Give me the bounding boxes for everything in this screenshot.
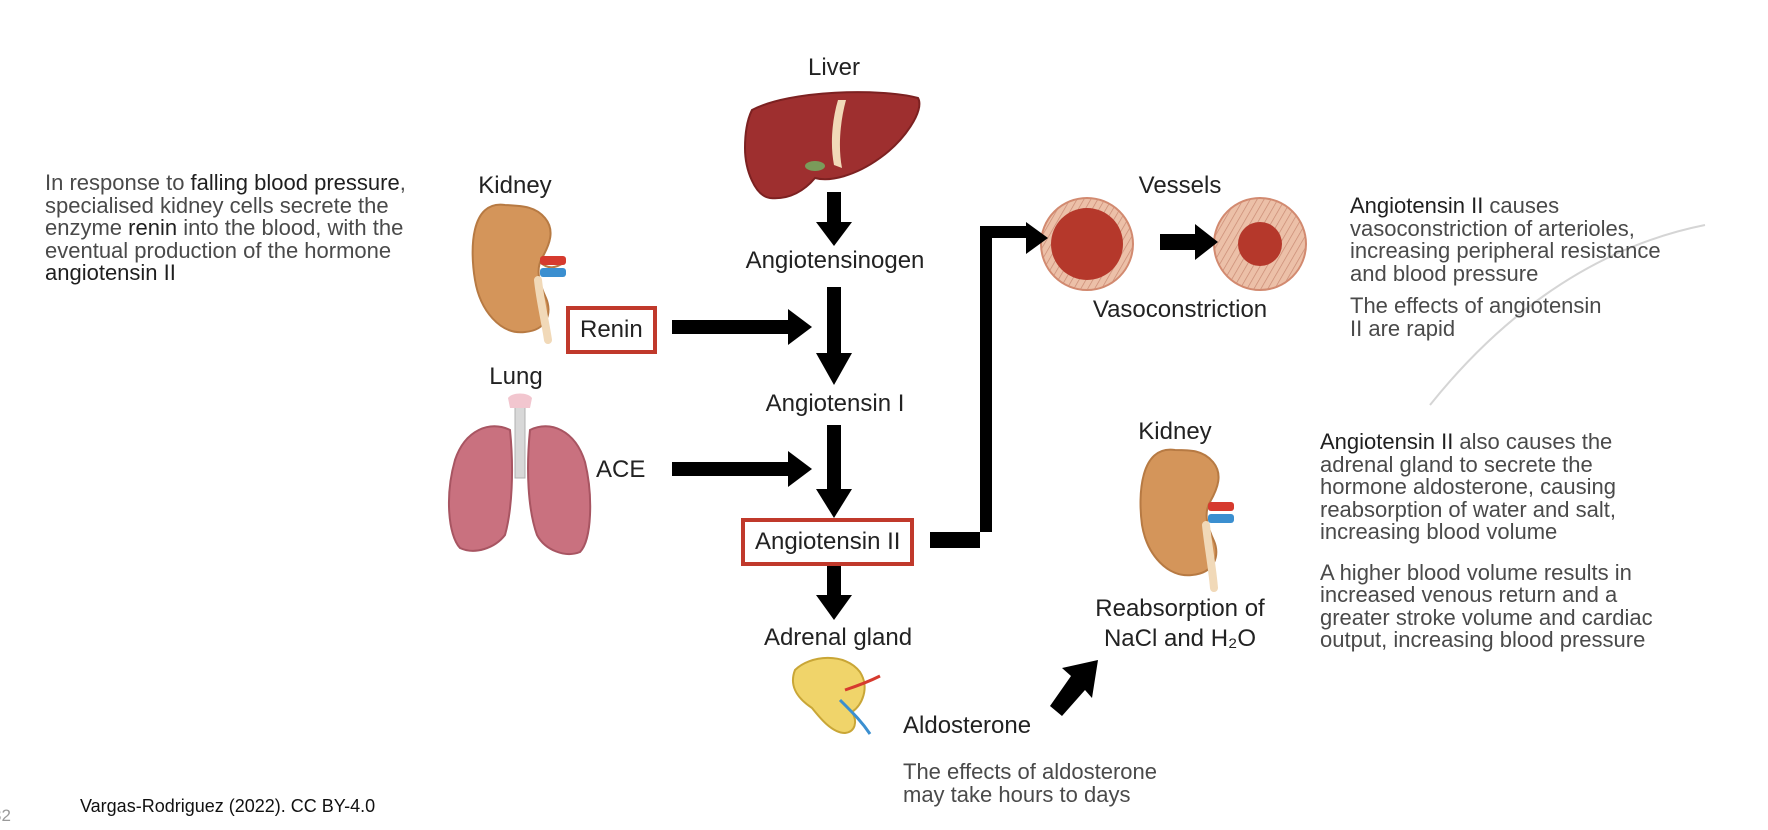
right-note-top-paragraph-2: The effects of angiotensin II are rapid (1350, 293, 1602, 341)
lung-icon (447, 393, 592, 555)
liver-icon (743, 91, 921, 200)
label-kidney-right: Kidney (1138, 418, 1212, 445)
arrow-vessel-to-vessel (1160, 224, 1218, 260)
label-aldosterone: Aldosterone (903, 712, 1032, 739)
label-vessels: Vessels (1138, 172, 1222, 199)
vessel-normal-icon (1040, 197, 1134, 291)
right-note-bottom-paragraph-2: A higher blood volume results in increas… (1320, 559, 1653, 652)
label-adrenal-gland: Adrenal gland (763, 624, 913, 651)
decorative-curve (1429, 224, 1706, 406)
kidney-left-icon (471, 203, 566, 344)
right-note-bottom-paragraph-1: Angiotensin II also causes the adrenal g… (1320, 429, 1616, 544)
label-reabsorption: Reabsorption of NaCl and H₂O (1075, 594, 1285, 654)
arrow-angiotensin-1-to-angiotensin-2 (816, 425, 852, 518)
label-lung: Lung (489, 363, 543, 390)
label-reabsorption-line2: NaCl and H₂O (1103, 625, 1257, 652)
label-renin: Renin (566, 306, 657, 354)
adrenal-gland-icon (792, 656, 881, 735)
label-angiotensinogen: Angiotensinogen (745, 247, 925, 274)
label-angiotensin-1: Angiotensin I (765, 390, 905, 417)
label-kidney-left: Kidney (478, 172, 552, 199)
left-note: In response to falling blood pressure, s… (45, 170, 440, 285)
right-note-top-paragraph-1: Angiotensin II causes vasoconstriction o… (1350, 193, 1661, 286)
arrow-angiotensin-2-to-adrenal (816, 565, 852, 620)
right-note-top: Angiotensin II causes vasoconstriction o… (1350, 193, 1695, 341)
bottom-note: The effects of aldosterone may take hour… (903, 759, 1157, 807)
arrow-angiotensin-2-to-vessels (930, 222, 1048, 548)
image-credit: Vargas-Rodriguez (2022). CC BY-4.0 (80, 796, 376, 816)
vessel-constricted-icon (1213, 197, 1307, 291)
arrow-angiotensinogen-to-angiotensin-1 (816, 287, 852, 385)
arrow-aldosterone-to-kidney (1050, 660, 1098, 716)
arrow-liver-to-angiotensinogen (816, 192, 852, 246)
left-note-paragraph: In response to falling blood pressure, s… (45, 170, 406, 285)
page-number: 32 (0, 806, 11, 825)
arrow-renin (672, 309, 812, 345)
label-angiotensin-2: Angiotensin II (741, 518, 915, 566)
label-reabsorption-line1: Reabsorption of (1095, 595, 1265, 622)
label-ace: ACE (596, 456, 646, 483)
label-liver: Liver (807, 54, 861, 81)
arrow-ace (672, 451, 812, 487)
label-vasoconstriction: Vasoconstriction (1092, 296, 1268, 323)
kidney-right-icon (1139, 448, 1234, 592)
right-note-bottom: Angiotensin II also causes the adrenal g… (1320, 429, 1660, 652)
